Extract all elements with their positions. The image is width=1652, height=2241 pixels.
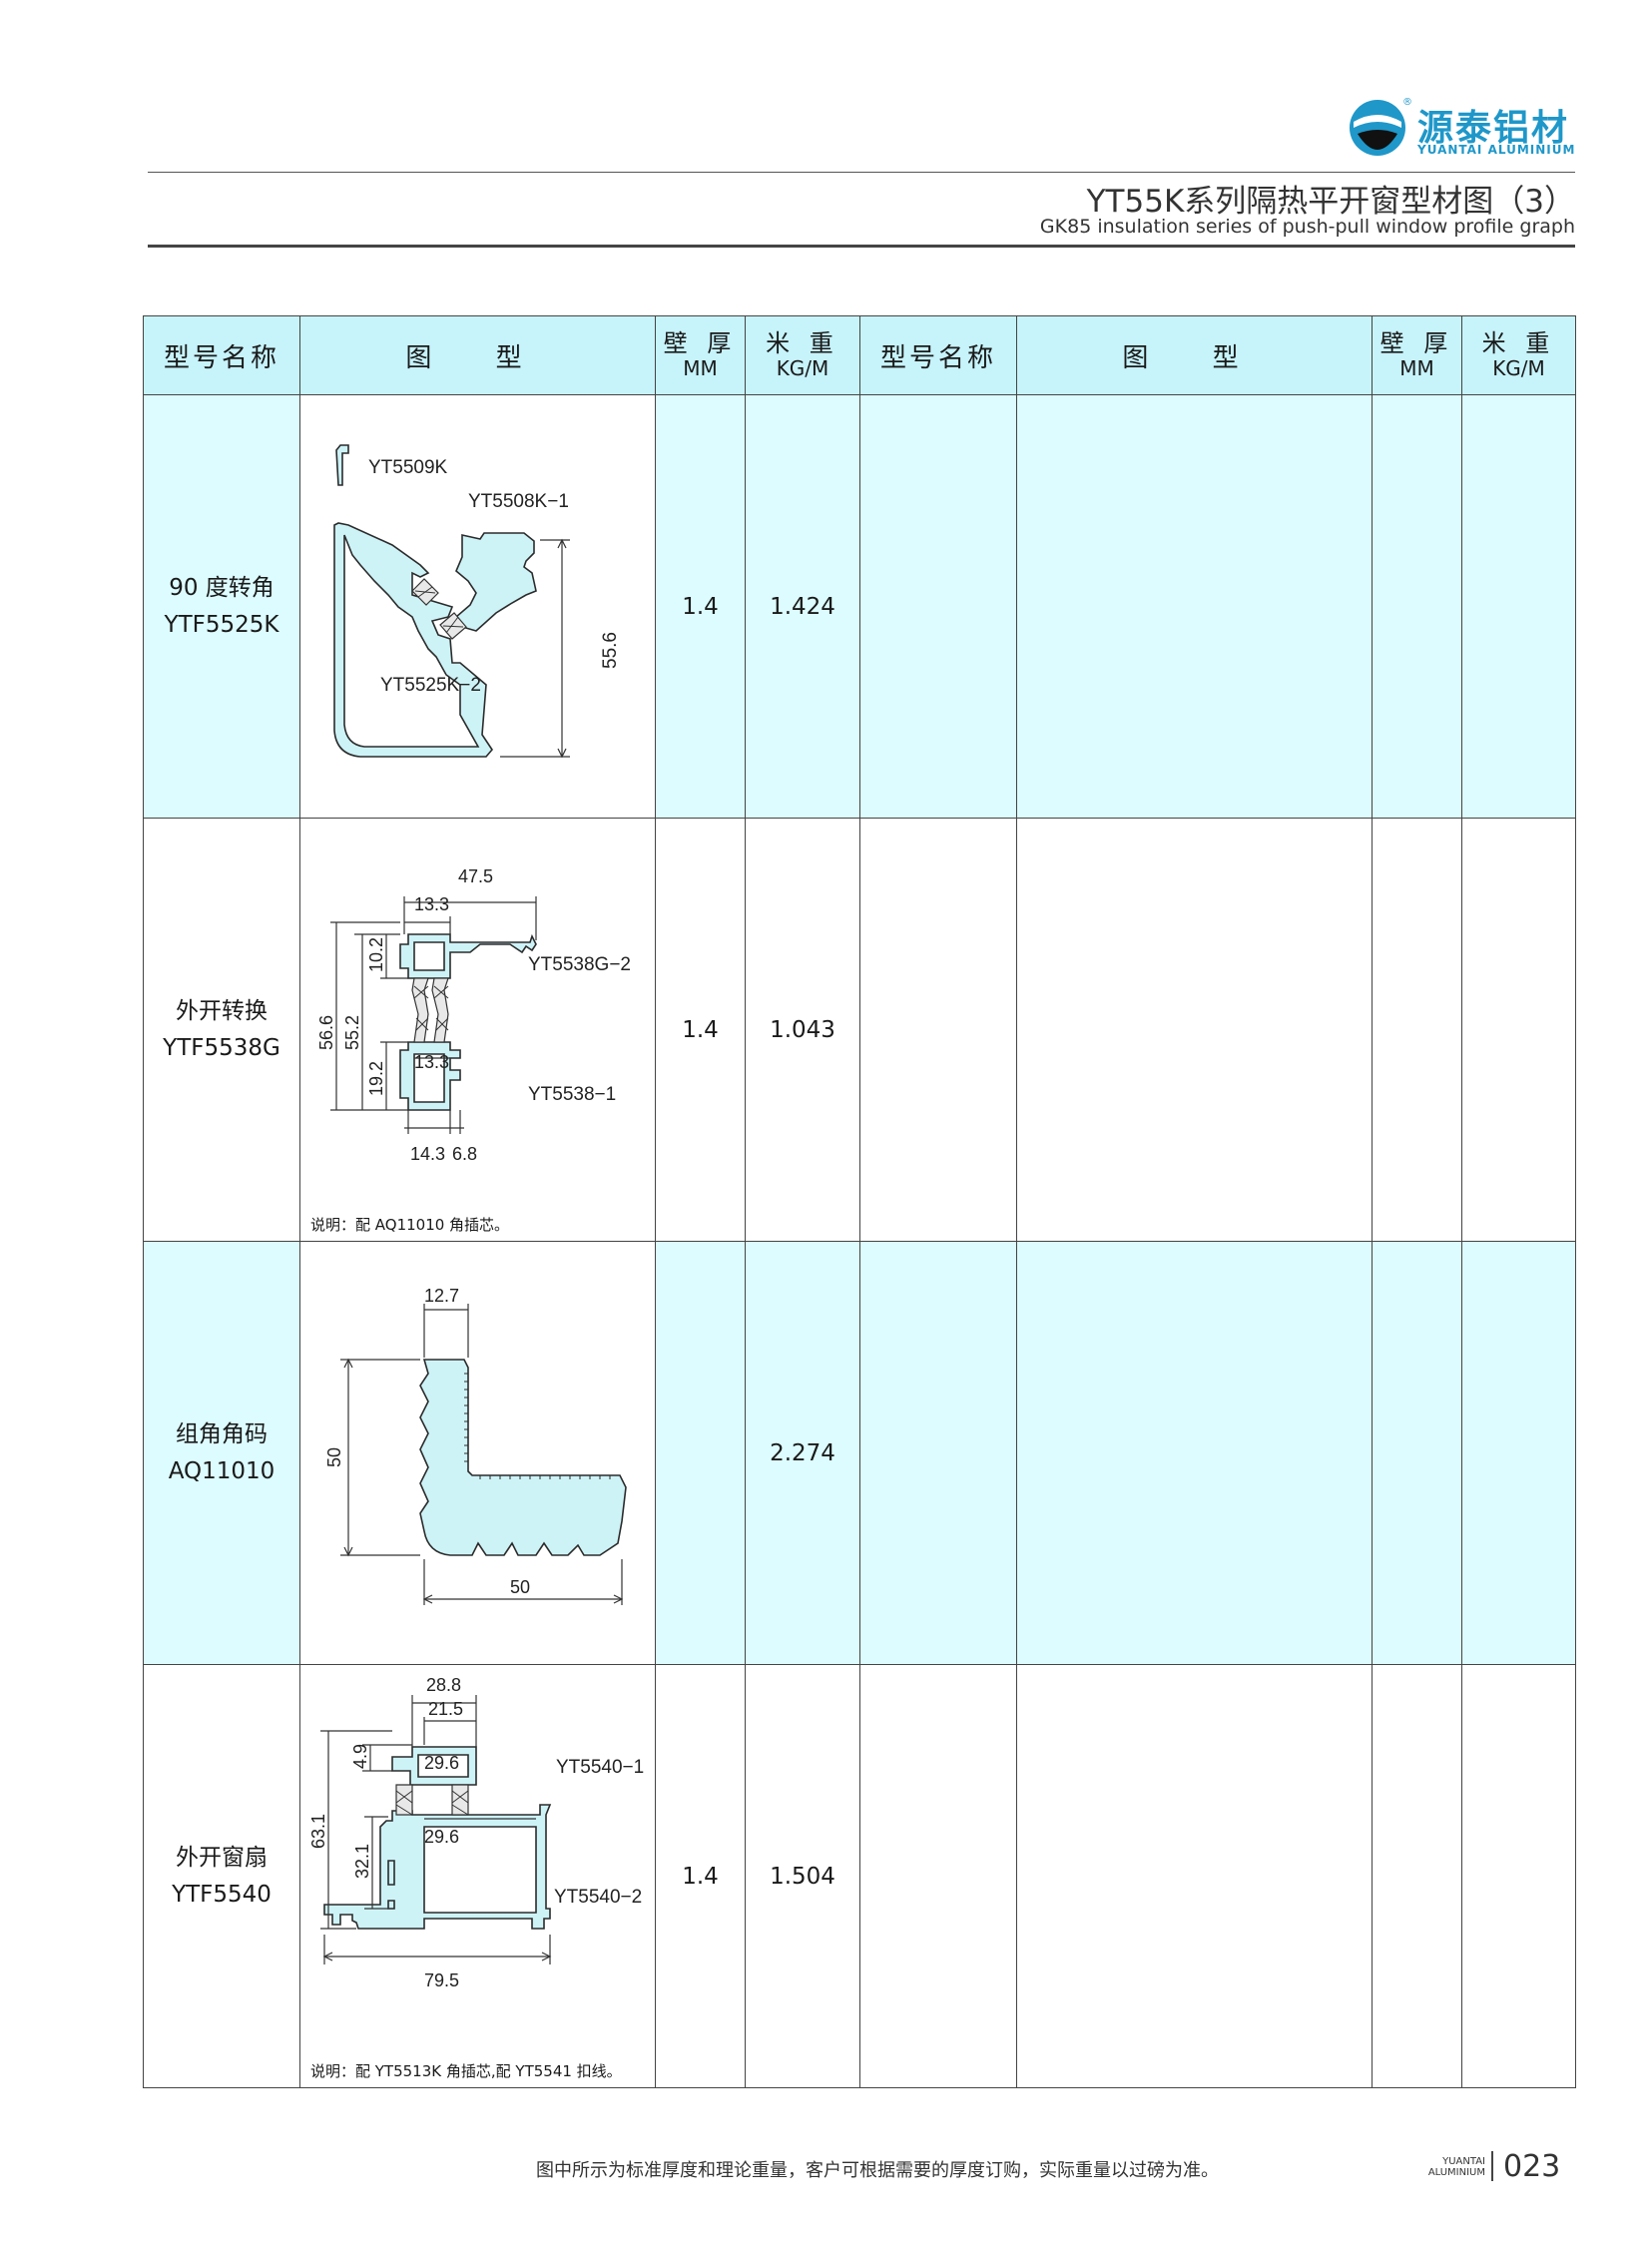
empty-cell (1016, 818, 1373, 1242)
empty-cell (1461, 394, 1576, 819)
brand-name-cn: 源泰铝材 (1417, 107, 1570, 149)
part-label: YT5508K−1 (468, 491, 569, 512)
dimension-label: 29.6 (424, 1827, 459, 1847)
empty-cell (1016, 394, 1373, 819)
table-row: 90 度转角 YTF5525K (143, 394, 1576, 819)
dimension-label: 47.5 (458, 866, 493, 886)
empty-cell (1461, 1664, 1576, 2088)
dimension-label: 6.8 (452, 1144, 477, 1164)
header-rule (148, 172, 1575, 173)
weight-cell: 1.504 (745, 1664, 860, 2088)
footer-note: 图中所示为标准厚度和理论重量，客户可根据需要的厚度订购，实际重量以过磅为准。 (536, 2160, 1219, 2181)
profile-drawing-corner-key: 12.7 50 50 (324, 1286, 627, 1605)
model-name-cell: 外开窗扇 YTF5540 (143, 1664, 300, 2088)
empty-cell (1372, 394, 1462, 819)
dimension-label: 50 (324, 1447, 344, 1467)
page-subtitle: GK85 insulation series of push-pull wind… (1039, 216, 1575, 238)
empty-cell (859, 394, 1017, 819)
part-label: YT5540−1 (556, 1757, 644, 1778)
weight-cell: 2.274 (745, 1241, 860, 1665)
dimension-label: 4.9 (350, 1744, 370, 1769)
dimension-label: 13.3 (414, 1052, 449, 1072)
header-figure-2: 图 型 (1016, 315, 1373, 395)
footer-brand: YUANTAI ALUMINIUM (1427, 2156, 1485, 2178)
empty-cell (1461, 818, 1576, 1242)
part-label: YT5509K (368, 457, 448, 478)
model-name-cell: 外开转换 YTF5538G (143, 818, 300, 1242)
dimension-label: 79.5 (424, 1970, 459, 1990)
brand-name-en: YUANTAI ALUMINIUM (1417, 143, 1576, 157)
empty-cell (1372, 1664, 1462, 2088)
dimension-label: 28.8 (426, 1675, 461, 1695)
wall-thickness-cell: 1.4 (655, 1664, 746, 2088)
registered-mark: ® (1402, 97, 1412, 108)
table-row: 外开窗扇 YTF5540 (143, 1664, 1576, 2088)
part-label: YT5540−2 (554, 1887, 642, 1908)
table-row: 组角角码 AQ11010 12.7 5 (143, 1241, 1576, 1665)
dimension-label: 63.1 (308, 1814, 328, 1849)
profile-drawing-outward-sash: 28.8 21.5 4.9 29.6 63.1 29.6 32.1 79.5 Y… (308, 1675, 644, 1990)
figure-note: 说明：配 YT5513K 角插芯,配 YT5541 扣线。 (310, 2062, 622, 2080)
profile-drawing-90-corner: YT5509K YT5508K−1 YT5525K−2 55.6 (333, 444, 621, 759)
weight-cell: 1.424 (745, 394, 860, 819)
dimension-label: 56.6 (316, 1015, 336, 1050)
dimension-label: 13.3 (414, 894, 449, 914)
dimension-label: 50 (510, 1577, 530, 1597)
part-label: YT5538−1 (528, 1084, 616, 1105)
wall-thickness-cell (655, 1241, 746, 1665)
empty-cell (859, 1241, 1017, 1665)
profile-drawing-cell: YT5509K YT5508K−1 YT5525K−2 55.6 (299, 394, 656, 819)
dimension-label: 14.3 (410, 1144, 445, 1164)
dimension-label: 32.1 (352, 1844, 372, 1879)
empty-cell (859, 1664, 1017, 2088)
profile-drawing-cell: 28.8 21.5 4.9 29.6 63.1 29.6 32.1 79.5 Y… (299, 1664, 656, 2088)
empty-cell (1372, 818, 1462, 1242)
dimension-label: 21.5 (428, 1699, 463, 1719)
wall-thickness-cell: 1.4 (655, 394, 746, 819)
empty-cell (1016, 1241, 1373, 1665)
empty-cell (859, 818, 1017, 1242)
dimension-label: 55.6 (600, 632, 621, 669)
profile-drawing-cell: 12.7 50 50 (299, 1241, 656, 1665)
page-title: YT55K系列隔热平开窗型材图（3） (1086, 184, 1575, 220)
brand-logo-icon (1350, 100, 1405, 156)
model-name-cell: 组角角码 AQ11010 (143, 1241, 300, 1665)
dimension-label: 12.7 (424, 1286, 459, 1306)
part-label: YT5538G−2 (528, 954, 631, 975)
empty-cell (1016, 1664, 1373, 2088)
header-name-2: 型号名称 (859, 315, 1017, 395)
profile-drawing-outward-transition: 47.5 13.3 10.2 56.6 55.2 13.3 19.2 14.3 … (316, 866, 631, 1164)
dimension-label: 29.6 (424, 1753, 459, 1773)
dimension-label: 19.2 (366, 1061, 386, 1096)
empty-cell (1372, 1241, 1462, 1665)
footer-divider (1491, 2151, 1493, 2181)
dimension-label: 55.2 (342, 1015, 362, 1050)
weight-cell: 1.043 (745, 818, 860, 1242)
page-number: 023 (1503, 2149, 1561, 2184)
wall-thickness-cell: 1.4 (655, 818, 746, 1242)
header-rule-thick (148, 245, 1575, 248)
profile-drawing-cell: 47.5 13.3 10.2 56.6 55.2 13.3 19.2 14.3 … (299, 818, 656, 1242)
dimension-label: 10.2 (366, 937, 386, 972)
header-name: 型号名称 (143, 315, 300, 395)
model-name-cell: 90 度转角 YTF5525K (143, 394, 300, 819)
table-row: 外开转换 YTF5538G (143, 818, 1576, 1242)
figure-note: 说明：配 AQ11010 角插芯。 (310, 1216, 510, 1234)
empty-cell (1461, 1241, 1576, 1665)
header-figure: 图 型 (299, 315, 656, 395)
part-label: YT5525K−2 (380, 675, 481, 696)
